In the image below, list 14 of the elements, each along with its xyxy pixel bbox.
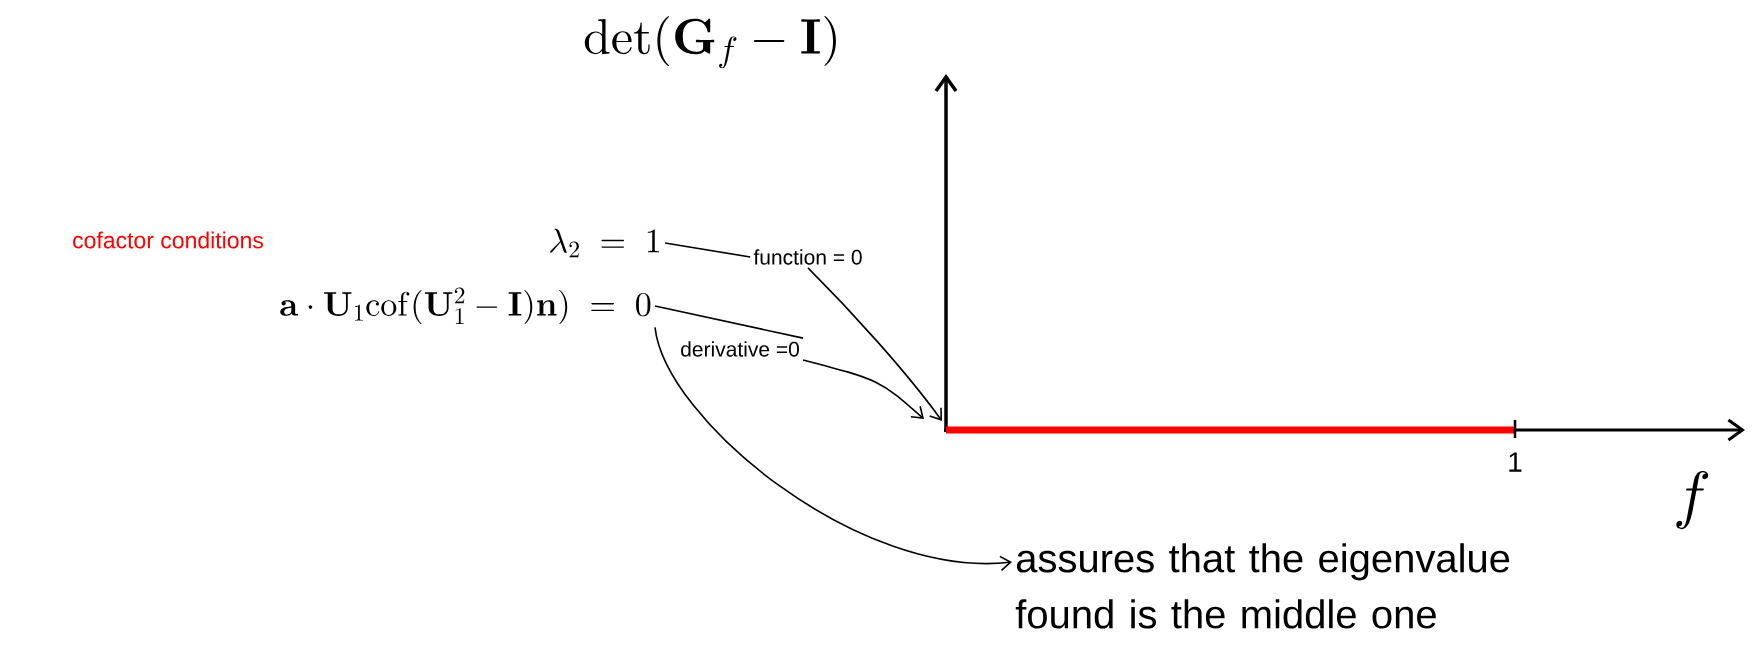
axis-label: $\det(\mathbf{G}_f-\mathbf{I})$ bbox=[584, 16, 836, 69]
equation: $\mathbf{a}\cdot\mathbf{U}_1\mathrm{cof}(\mathbf{U}_1^2-\mathbf{I})\mathbf{n}) \;=\; 0$ bbox=[280, 287, 651, 325]
annotation-text: assures that the eigenvalue found is the middle one bbox=[1015, 543, 1510, 629]
curved-arrow bbox=[807, 267, 942, 421]
curved-arrow bbox=[802, 359, 924, 419]
leader-line bbox=[664, 242, 752, 258]
axis-label: $f$ bbox=[1676, 470, 1709, 530]
annotation-text: function = 0 bbox=[753, 249, 862, 265]
heading-text: cofactor conditions bbox=[73, 231, 263, 249]
equation: $\lambda_2 \;=\; 1$ bbox=[550, 228, 659, 258]
tick-label: 1 bbox=[1509, 452, 1522, 472]
annotation-text: derivative =0 bbox=[681, 341, 799, 357]
curved-arrow bbox=[654, 326, 1012, 572]
leader-line bbox=[654, 305, 804, 339]
